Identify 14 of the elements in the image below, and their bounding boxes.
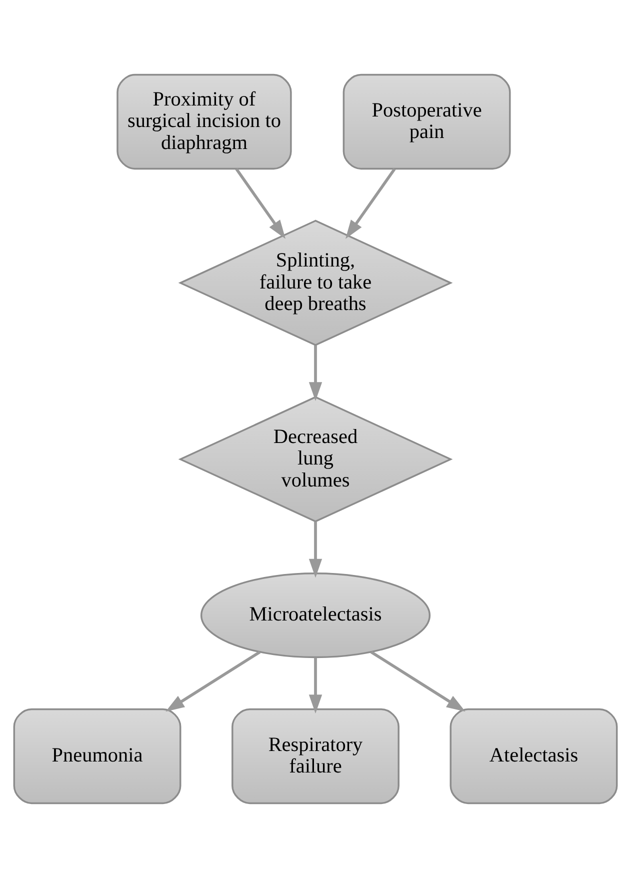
node-box: Pneumonia: [13, 708, 182, 804]
node-ellipse: Microatelectasis: [200, 572, 431, 658]
arrow: [308, 657, 322, 714]
arrow: [166, 650, 261, 712]
node-diamond: Decreased lung volumes: [178, 396, 453, 522]
node-box: Atelectasis: [450, 708, 618, 804]
arrow: [370, 650, 466, 712]
arrow: [308, 346, 322, 401]
arrow: [308, 522, 322, 578]
arrow: [345, 168, 396, 239]
node-box: Respiratory failure: [232, 708, 400, 804]
node-box: Postoperative pain: [342, 74, 511, 170]
arrow: [235, 168, 286, 239]
node-box: Proximity of surgical incision to diaphragm: [116, 74, 292, 170]
